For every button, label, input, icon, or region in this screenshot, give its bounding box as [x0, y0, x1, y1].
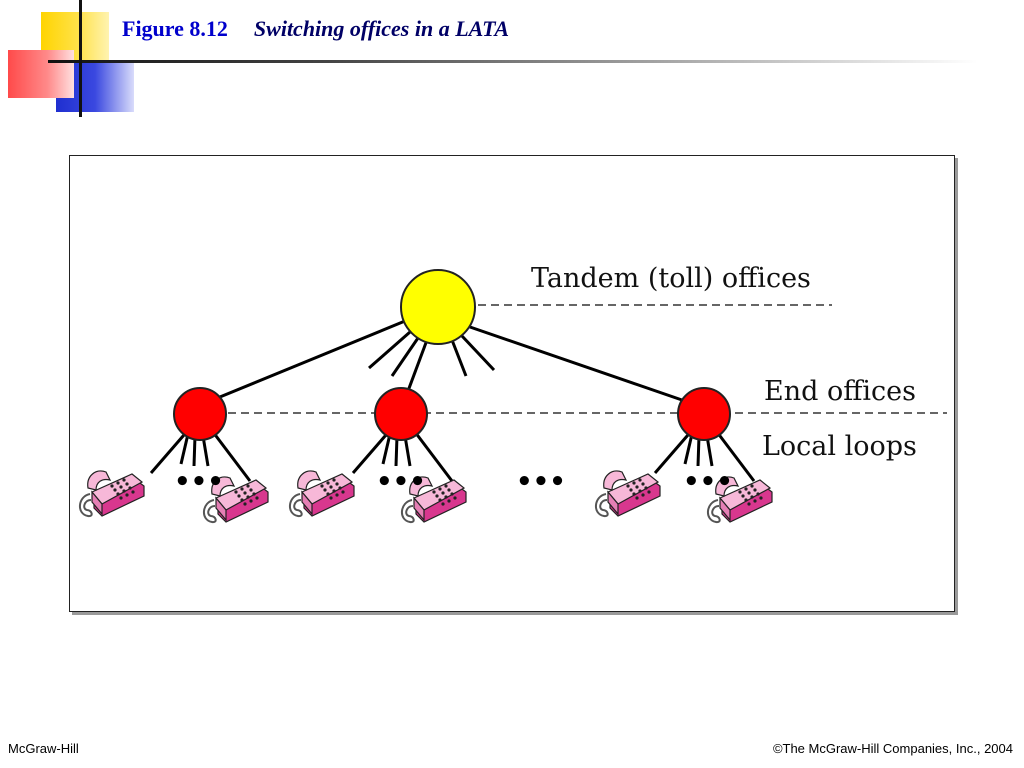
local-loop-stub	[394, 435, 399, 467]
local-loop	[410, 427, 454, 482]
local-loop	[208, 427, 252, 482]
end-office-node	[173, 387, 227, 441]
ellipsis: •••	[376, 467, 426, 497]
local-loop-stub	[696, 435, 701, 467]
footer-copyright: ©The McGraw-Hill Companies, Inc., 2004	[772, 741, 1013, 756]
local-loop	[712, 427, 756, 482]
slide-title: Figure 8.12 Switching offices in a LATA	[122, 16, 509, 42]
local-loop-stub	[179, 433, 190, 465]
tandem-offices-label: Tandem (toll) offices	[531, 263, 811, 294]
trunk-right	[469, 325, 683, 402]
telephone-icon	[288, 469, 355, 518]
diagram-frame: ••• ••• ••• ••• Tandem (toll) offices En…	[69, 155, 955, 612]
ellipsis: •••	[516, 467, 566, 497]
decor-vertical-rule	[79, 0, 82, 117]
ellipsis: •••	[683, 467, 733, 497]
tandem-stub	[450, 339, 468, 377]
trunk-middle	[406, 339, 429, 392]
figure-caption: Switching offices in a LATA	[253, 16, 510, 41]
end-office-node	[677, 387, 731, 441]
local-loop-stub	[192, 435, 197, 467]
trunk-left	[214, 319, 406, 401]
figure-number: Figure 8.12	[122, 16, 228, 41]
lata-diagram: ••• ••• ••• ••• Tandem (toll) offices En…	[78, 263, 947, 524]
telephone-icon	[594, 469, 661, 518]
local-loop-stub	[705, 435, 714, 467]
local-loops-label: Local loops	[762, 431, 917, 462]
telephone-icon	[78, 469, 145, 518]
decor-red-square	[8, 50, 74, 98]
end-offices-label: End offices	[764, 376, 916, 407]
local-loop-stub	[403, 435, 412, 467]
local-loop-stub	[683, 433, 694, 465]
local-loop	[149, 427, 192, 474]
ellipsis: •••	[174, 467, 224, 497]
tandem-office-node	[400, 269, 476, 345]
tandem-stub	[368, 330, 411, 370]
tandem-stub	[460, 334, 496, 372]
local-loop-stub	[201, 435, 210, 467]
local-loop-stub	[381, 433, 392, 465]
footer-publisher: McGraw-Hill	[8, 741, 79, 756]
end-office-node	[374, 387, 428, 441]
header-rule	[48, 60, 978, 63]
local-loop	[653, 427, 696, 474]
tandem-stub	[390, 337, 420, 377]
